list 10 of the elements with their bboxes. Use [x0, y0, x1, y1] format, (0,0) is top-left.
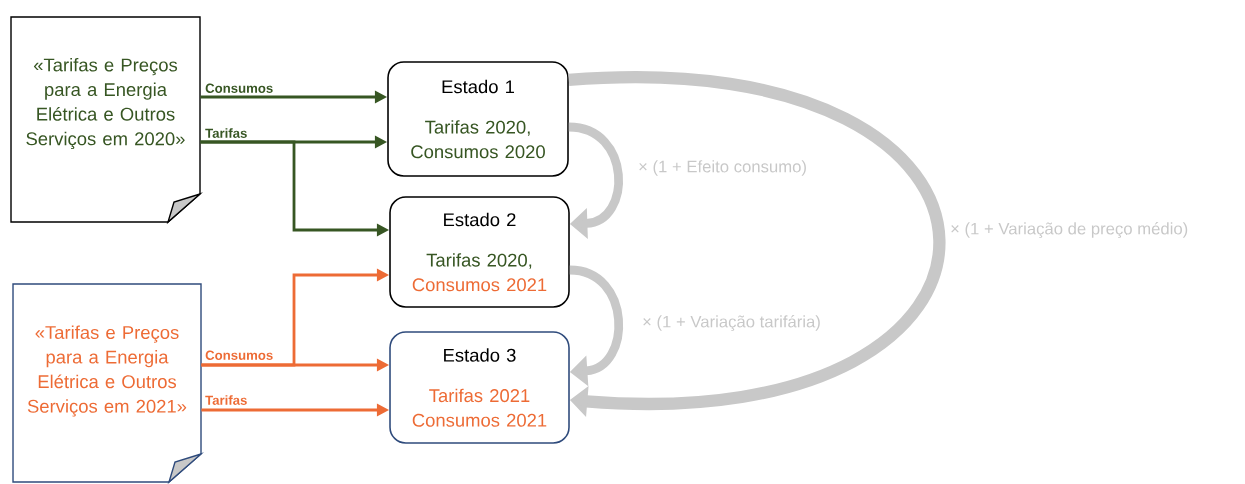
arrow	[568, 122, 623, 239]
edge-label: Consumos	[205, 350, 273, 360]
edge-label: Tarifas	[205, 128, 247, 138]
arrow	[568, 72, 945, 417]
state-box: Estado 2 Tarifas 2020, Consumos 2021	[389, 196, 570, 308]
arrow	[569, 265, 623, 387]
state-box: Estado 1 Tarifas 2020, Consumos 2020	[387, 61, 569, 177]
edge-label: Tarifas	[205, 395, 247, 405]
state-box: Estado 3 Tarifas 2021 Consumos 2021	[389, 331, 570, 444]
edge-label: Consumos	[205, 83, 273, 93]
